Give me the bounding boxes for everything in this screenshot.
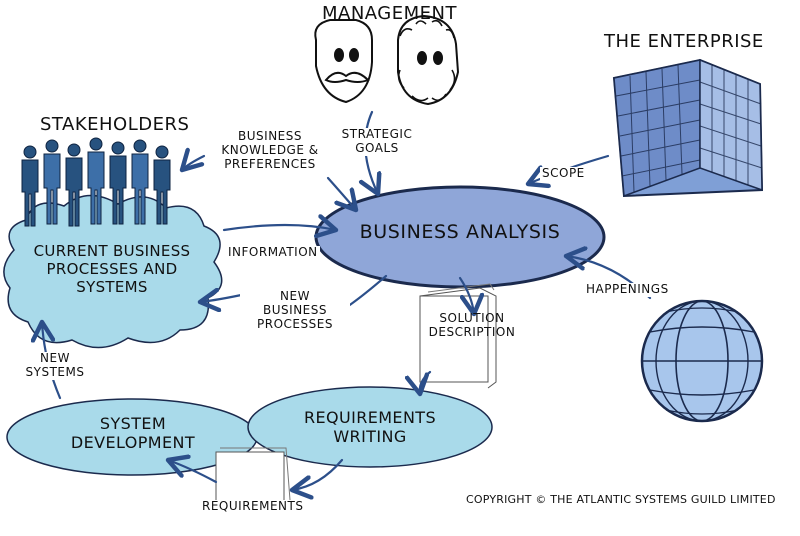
business-analysis-label: BUSINESS ANALYSIS: [359, 221, 561, 243]
happenings-label: HAPPENINGS: [584, 282, 671, 297]
globe-icon: [640, 299, 764, 423]
management-title: MANAGEMENT: [322, 3, 457, 24]
copyright-text: COPYRIGHT © THE ATLANTIC SYSTEMS GUILD L…: [466, 493, 776, 506]
new-systems-label: NEW SYSTEMS: [10, 351, 100, 380]
requirements-writing-ellipse: [247, 386, 493, 468]
scope-label: SCOPE: [540, 166, 587, 181]
requirements-document-icon: [215, 447, 291, 503]
current-business-cloud: [3, 194, 223, 349]
information-label: INFORMATION: [226, 245, 320, 260]
solution-description-label: SOLUTION DESCRIPTION: [428, 311, 516, 339]
requirements-writing-label: REQUIREMENTS WRITING: [303, 408, 437, 447]
current-business-label: CURRENT BUSINESS PROCESSES AND SYSTEMS: [33, 242, 191, 296]
system-development-label: SYSTEM DEVELOPMENT: [70, 414, 196, 453]
new-business-processes-label: NEW BUSINESS PROCESSES: [240, 289, 350, 332]
management-faces-icon: [314, 14, 460, 106]
stakeholders-people-icon: [21, 137, 171, 227]
strategic-goals-label: STRATEGIC GOALS: [332, 127, 422, 156]
requirements-label: REQUIREMENTS: [200, 499, 306, 514]
enterprise-building-icon: [612, 58, 764, 198]
enterprise-title: THE ENTERPRISE: [604, 31, 764, 52]
business-knowledge-label: BUSINESS KNOWLEDGE & PREFERENCES: [206, 129, 334, 172]
stakeholders-title: STAKEHOLDERS: [40, 114, 190, 135]
